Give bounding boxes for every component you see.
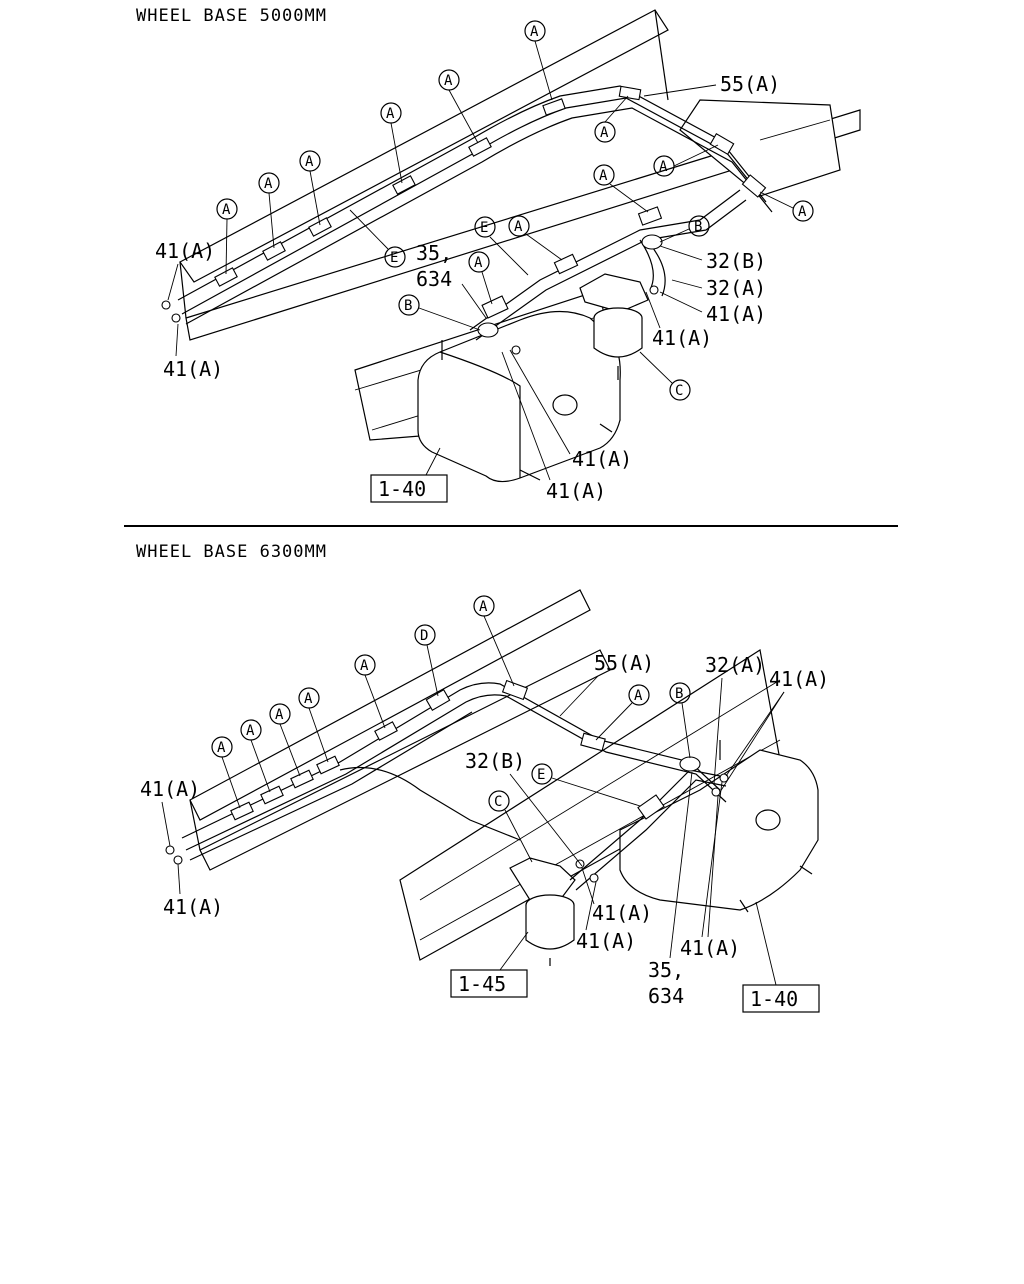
callout-a: A: [217, 740, 226, 756]
callout-b: B: [675, 686, 683, 702]
callout-a: A: [304, 691, 313, 707]
label-32a: 32(A): [705, 653, 765, 677]
callout-a: A: [305, 154, 314, 170]
callout-a: A: [444, 73, 453, 89]
label-41a-left-bottom: 41(A): [163, 895, 223, 919]
callout-e: E: [480, 220, 488, 236]
callout-c: C: [494, 794, 502, 810]
top-title: WHEEL BASE 5000MM: [136, 6, 327, 26]
callout-e: E: [390, 250, 398, 266]
label-41a-top-right: 41(A): [769, 667, 829, 691]
callout-c: C: [675, 383, 683, 399]
label-41a-center-1: 41(A): [592, 901, 652, 925]
top-callouts: A A A A A A A A A A A A B B: [216, 20, 814, 401]
label-41a-right-below: 41(A): [652, 326, 712, 350]
bottom-title: WHEEL BASE 6300MM: [136, 542, 327, 562]
label-41a-center-3: 41(A): [680, 936, 740, 960]
bottom-part-labels: 55(A) 32(A) 41(A) 32(B) 41(A) 41(A) 41(A…: [140, 651, 829, 1008]
top-diagram: WHEEL BASE 5000MM: [136, 6, 861, 503]
label-41a-left-bottom: 41(A): [163, 357, 223, 381]
label-634: 634: [416, 267, 452, 291]
callout-a: A: [530, 24, 539, 40]
top-part-labels: 55(A) 32(B) 32(A) 41(A) 41(A) 35, 634 41…: [155, 72, 780, 503]
callout-d: D: [420, 628, 428, 644]
callout-a: A: [599, 168, 608, 184]
callout-b: B: [404, 298, 412, 314]
label-41a-left-top: 41(A): [155, 239, 215, 263]
label-35: 35,: [416, 241, 452, 265]
label-55a: 55(A): [594, 651, 654, 675]
callout-a: A: [246, 723, 255, 739]
bottom-frame-rail: [189, 589, 781, 961]
top-fuel-filter: [579, 273, 649, 380]
callout-a: A: [514, 219, 523, 235]
callout-a: A: [659, 159, 668, 175]
label-55a: 55(A): [720, 72, 780, 96]
ref-label: 1-40: [750, 987, 798, 1011]
callout-b: B: [694, 219, 702, 235]
label-32b: 32(B): [706, 249, 766, 273]
bottom-fuel-pipes: [181, 682, 727, 891]
bottom-fuel-filter: [509, 857, 576, 966]
ref-label: 1-40: [378, 477, 426, 501]
top-ref-box-1-40: 1-40: [370, 447, 448, 503]
label-41a-center-2: 41(A): [576, 929, 636, 953]
callout-a: A: [600, 125, 609, 141]
callout-a: A: [222, 202, 231, 218]
bottom-clips: [165, 679, 729, 883]
bottom-fuel-tank: [619, 740, 819, 913]
bottom-callouts: A A A A A A A B C D E: [211, 595, 691, 863]
bottom-diagram: WHEEL BASE 6300MM: [136, 542, 829, 1013]
callout-a: A: [360, 658, 369, 674]
callout-a: A: [264, 176, 273, 192]
callout-a: A: [275, 707, 284, 723]
callout-a: A: [474, 255, 483, 271]
label-35: 35,: [648, 958, 684, 982]
callout-a: A: [634, 688, 643, 704]
label-32a: 32(A): [706, 276, 766, 300]
label-634: 634: [648, 984, 684, 1008]
label-41a-left-top: 41(A): [140, 777, 200, 801]
top-clips: [161, 85, 767, 355]
label-41a-mid-2: 41(A): [546, 479, 606, 503]
callout-e: E: [537, 767, 545, 783]
callout-a: A: [386, 106, 395, 122]
callout-a: A: [798, 204, 807, 220]
bottom-ref-box-1-40: 1-40: [742, 901, 820, 1013]
callout-a: A: [479, 599, 488, 615]
ref-label: 1-45: [458, 972, 506, 996]
label-41a-right: 41(A): [706, 302, 766, 326]
label-41a-mid-1: 41(A): [572, 447, 632, 471]
label-32b: 32(B): [465, 749, 525, 773]
bottom-ref-box-1-45: 1-45: [450, 931, 529, 998]
